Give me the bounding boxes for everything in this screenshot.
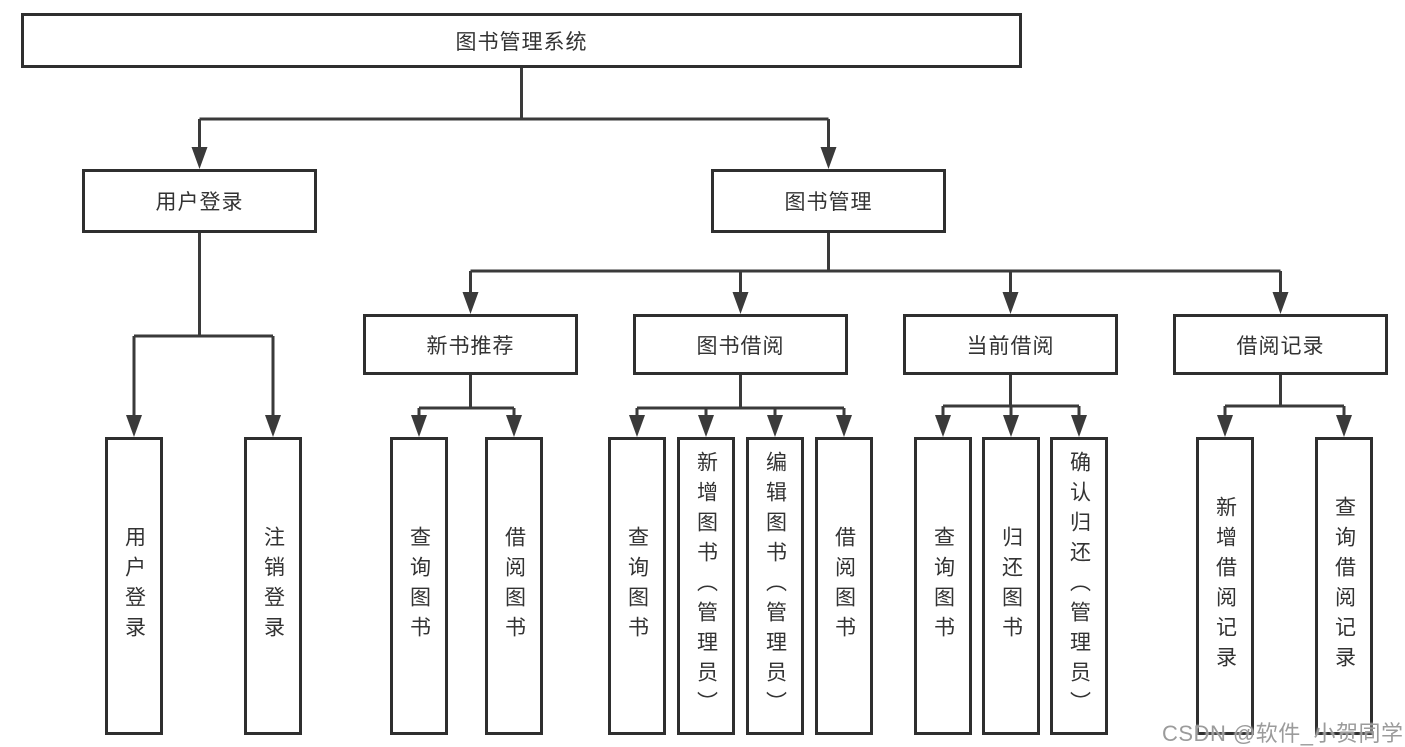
connector-user-login-children bbox=[132, 233, 275, 418]
connector-borrowing-records-children bbox=[1223, 375, 1346, 420]
node-leaf-borrow-books-1: 借阅图书 bbox=[485, 437, 543, 735]
node-label: 图书借阅 bbox=[696, 334, 785, 358]
node-current-borrowing: 当前借阅 bbox=[903, 314, 1118, 375]
node-label: 新书推荐 bbox=[426, 334, 515, 358]
node-leaf-query-books-3: 查询图书 bbox=[914, 437, 972, 735]
node-leaf-query-books-1: 查询图书 bbox=[390, 437, 448, 735]
arrowhead-add-borrow-record bbox=[1217, 415, 1233, 437]
arrowhead-query-books-1 bbox=[411, 415, 427, 437]
node-label: 查询借阅记录 bbox=[1332, 496, 1356, 676]
connector-book-management-children bbox=[469, 233, 1282, 295]
node-label: 查询图书 bbox=[407, 526, 431, 646]
node-label: 新增图书（管理员） bbox=[694, 451, 718, 721]
node-book-borrowing: 图书借阅 bbox=[633, 314, 848, 375]
node-borrowing-records: 借阅记录 bbox=[1173, 314, 1388, 375]
arrowhead-edit-books bbox=[767, 415, 783, 437]
arrowhead-current-borrowing bbox=[1002, 292, 1019, 314]
arrowhead-logout-leaf bbox=[265, 415, 281, 437]
node-label: 借阅图书 bbox=[832, 526, 856, 646]
arrowhead-user-login bbox=[191, 147, 208, 169]
node-leaf-query-borrow-record: 查询借阅记录 bbox=[1315, 437, 1373, 735]
node-label: 图书管理 bbox=[784, 191, 873, 214]
arrowhead-query-books-3 bbox=[935, 415, 951, 437]
node-label: 新增借阅记录 bbox=[1213, 496, 1237, 676]
arrowhead-book-management bbox=[820, 147, 837, 169]
node-leaf-edit-books-admin: 编辑图书（管理员） bbox=[746, 437, 804, 735]
node-library-management-system: 图书管理系统 bbox=[21, 13, 1022, 68]
node-leaf-confirm-return-admin: 确认归还（管理员） bbox=[1050, 437, 1108, 735]
node-leaf-borrow-books-2: 借阅图书 bbox=[815, 437, 873, 735]
node-label: 用户登录 bbox=[122, 526, 146, 646]
watermark: CSDN @软件_小贺同学 bbox=[1162, 721, 1404, 746]
node-label: 图书管理系统 bbox=[455, 30, 588, 54]
node-label: 编辑图书（管理员） bbox=[763, 451, 787, 721]
node-leaf-add-books-admin: 新增图书（管理员） bbox=[677, 437, 735, 735]
arrowhead-borrow-books-2 bbox=[836, 415, 852, 437]
connector-new-book-recommendation-children bbox=[417, 375, 516, 420]
connector-book-borrowing-children bbox=[635, 375, 846, 420]
arrowhead-borrow-books-1 bbox=[506, 415, 522, 437]
node-label: 借阅记录 bbox=[1236, 334, 1325, 358]
node-label: 确认归还（管理员） bbox=[1067, 451, 1091, 721]
node-leaf-add-borrow-record: 新增借阅记录 bbox=[1196, 437, 1254, 735]
node-label: 当前借阅 bbox=[966, 334, 1055, 358]
arrowhead-return-books bbox=[1003, 415, 1019, 437]
arrowhead-query-books-2 bbox=[629, 415, 645, 437]
node-label: 归还图书 bbox=[999, 526, 1023, 646]
arrowhead-add-books bbox=[698, 415, 714, 437]
node-label: 查询图书 bbox=[625, 526, 649, 646]
connector-current-borrowing-children bbox=[941, 375, 1081, 420]
node-new-book-recommendation: 新书推荐 bbox=[363, 314, 578, 375]
arrowhead-query-borrow-record bbox=[1336, 415, 1352, 437]
arrowhead-user-login-leaf bbox=[126, 415, 142, 437]
connector-root-to-level2 bbox=[198, 68, 830, 150]
node-leaf-query-books-2: 查询图书 bbox=[608, 437, 666, 735]
node-leaf-return-books: 归还图书 bbox=[982, 437, 1040, 735]
node-label: 查询图书 bbox=[931, 526, 955, 646]
node-book-management: 图书管理 bbox=[711, 169, 946, 233]
node-user-login: 用户登录 bbox=[82, 169, 317, 233]
arrowhead-book-borrowing bbox=[732, 292, 749, 314]
node-label: 用户登录 bbox=[155, 191, 244, 214]
node-leaf-user-login: 用户登录 bbox=[105, 437, 163, 735]
arrowhead-confirm-return bbox=[1071, 415, 1087, 437]
arrowhead-new-book-recommendation bbox=[462, 292, 479, 314]
node-label: 注销登录 bbox=[261, 526, 285, 646]
arrowhead-borrowing-records bbox=[1272, 292, 1289, 314]
node-label: 借阅图书 bbox=[502, 526, 526, 646]
node-leaf-logout: 注销登录 bbox=[244, 437, 302, 735]
